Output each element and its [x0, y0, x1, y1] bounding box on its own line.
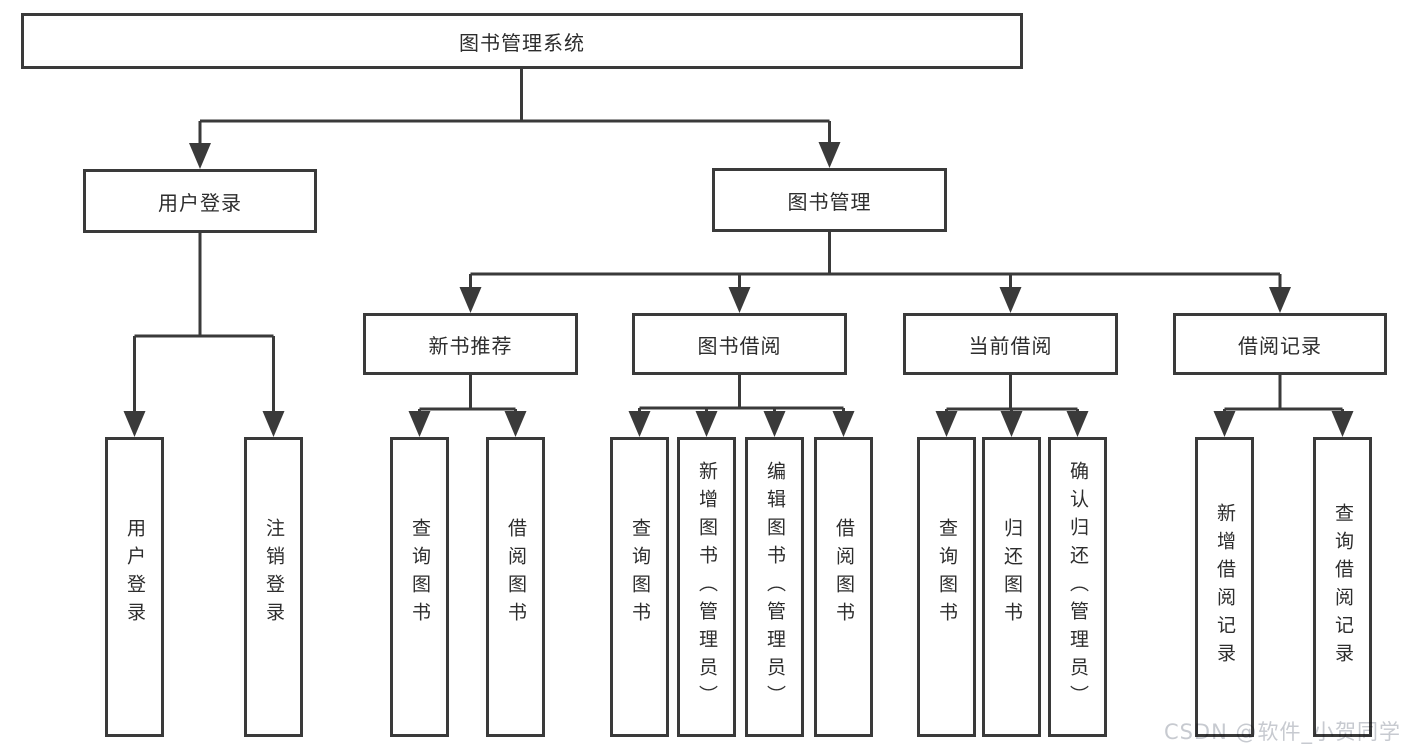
- node-new-book-recommend-label: 新书推荐: [428, 333, 513, 358]
- connector-new-book-recommend: [408, 375, 527, 437]
- leaf-borrow-books-borrowing: 借阅图书: [814, 437, 873, 737]
- node-borrowing-records-label: 借阅记录: [1238, 333, 1322, 358]
- leaf-confirm-return-admin: 确认归还（管理员）: [1048, 437, 1107, 737]
- node-current-borrowing: 当前借阅: [903, 313, 1118, 375]
- node-current-borrowing-label: 当前借阅: [968, 333, 1053, 358]
- node-book-management-label: 图书管理: [787, 189, 872, 214]
- connector-book-management: [459, 232, 1291, 313]
- leaf-edit-book-admin: 编辑图书（管理员）: [745, 437, 804, 737]
- leaf-return-book-label: 归还图书: [1001, 518, 1023, 630]
- leaf-query-books-borrowing-label: 查询图书: [629, 518, 651, 630]
- leaf-query-borrow-record-label: 查询借阅记录: [1332, 503, 1354, 671]
- leaf-user-login: 用户登录: [105, 437, 164, 737]
- node-library-system: 图书管理系统: [21, 13, 1023, 69]
- node-borrowing-records: 借阅记录: [1173, 313, 1387, 375]
- leaf-borrow-books-recommend-label: 借阅图书: [505, 518, 527, 630]
- leaf-add-book-admin-label: 新增图书（管理员）: [696, 461, 718, 713]
- leaf-logout: 注销登录: [244, 437, 303, 737]
- leaf-return-book: 归还图书: [982, 437, 1041, 737]
- leaf-borrow-books-borrowing-label: 借阅图书: [833, 518, 855, 630]
- leaf-query-borrow-record: 查询借阅记录: [1313, 437, 1372, 737]
- connector-book-borrowing: [628, 375, 855, 437]
- connector-borrowing-records: [1213, 375, 1354, 437]
- leaf-query-books-recommend: 查询图书: [390, 437, 449, 737]
- leaf-query-books-recommend-label: 查询图书: [409, 518, 431, 630]
- csdn-watermark: CSDN @软件_小贺同学: [1163, 720, 1401, 744]
- leaf-edit-book-admin-label: 编辑图书（管理员）: [764, 461, 786, 713]
- leaf-user-login-label: 用户登录: [124, 518, 146, 630]
- node-book-management: 图书管理: [712, 168, 947, 232]
- leaf-query-books-borrowing: 查询图书: [610, 437, 669, 737]
- leaf-logout-label: 注销登录: [263, 518, 285, 630]
- node-book-borrowing: 图书借阅: [632, 313, 847, 375]
- connector-user-login: [123, 233, 285, 437]
- node-new-book-recommend: 新书推荐: [363, 313, 578, 375]
- node-book-borrowing-label: 图书借阅: [697, 333, 782, 358]
- leaf-borrow-books-recommend: 借阅图书: [486, 437, 545, 737]
- connector-current-borrowing: [935, 375, 1089, 437]
- node-user-login: 用户登录: [83, 169, 317, 233]
- node-user-login-label: 用户登录: [158, 190, 242, 215]
- leaf-add-book-admin: 新增图书（管理员）: [677, 437, 736, 737]
- node-library-system-label: 图书管理系统: [459, 30, 585, 55]
- leaf-confirm-return-admin-label: 确认归还（管理员）: [1067, 461, 1089, 713]
- leaf-add-borrow-record-label: 新增借阅记录: [1214, 503, 1236, 671]
- leaf-query-books-current: 查询图书: [917, 437, 976, 737]
- leaf-query-books-current-label: 查询图书: [936, 518, 958, 630]
- leaf-add-borrow-record: 新增借阅记录: [1195, 437, 1254, 737]
- connector-root: [189, 69, 841, 169]
